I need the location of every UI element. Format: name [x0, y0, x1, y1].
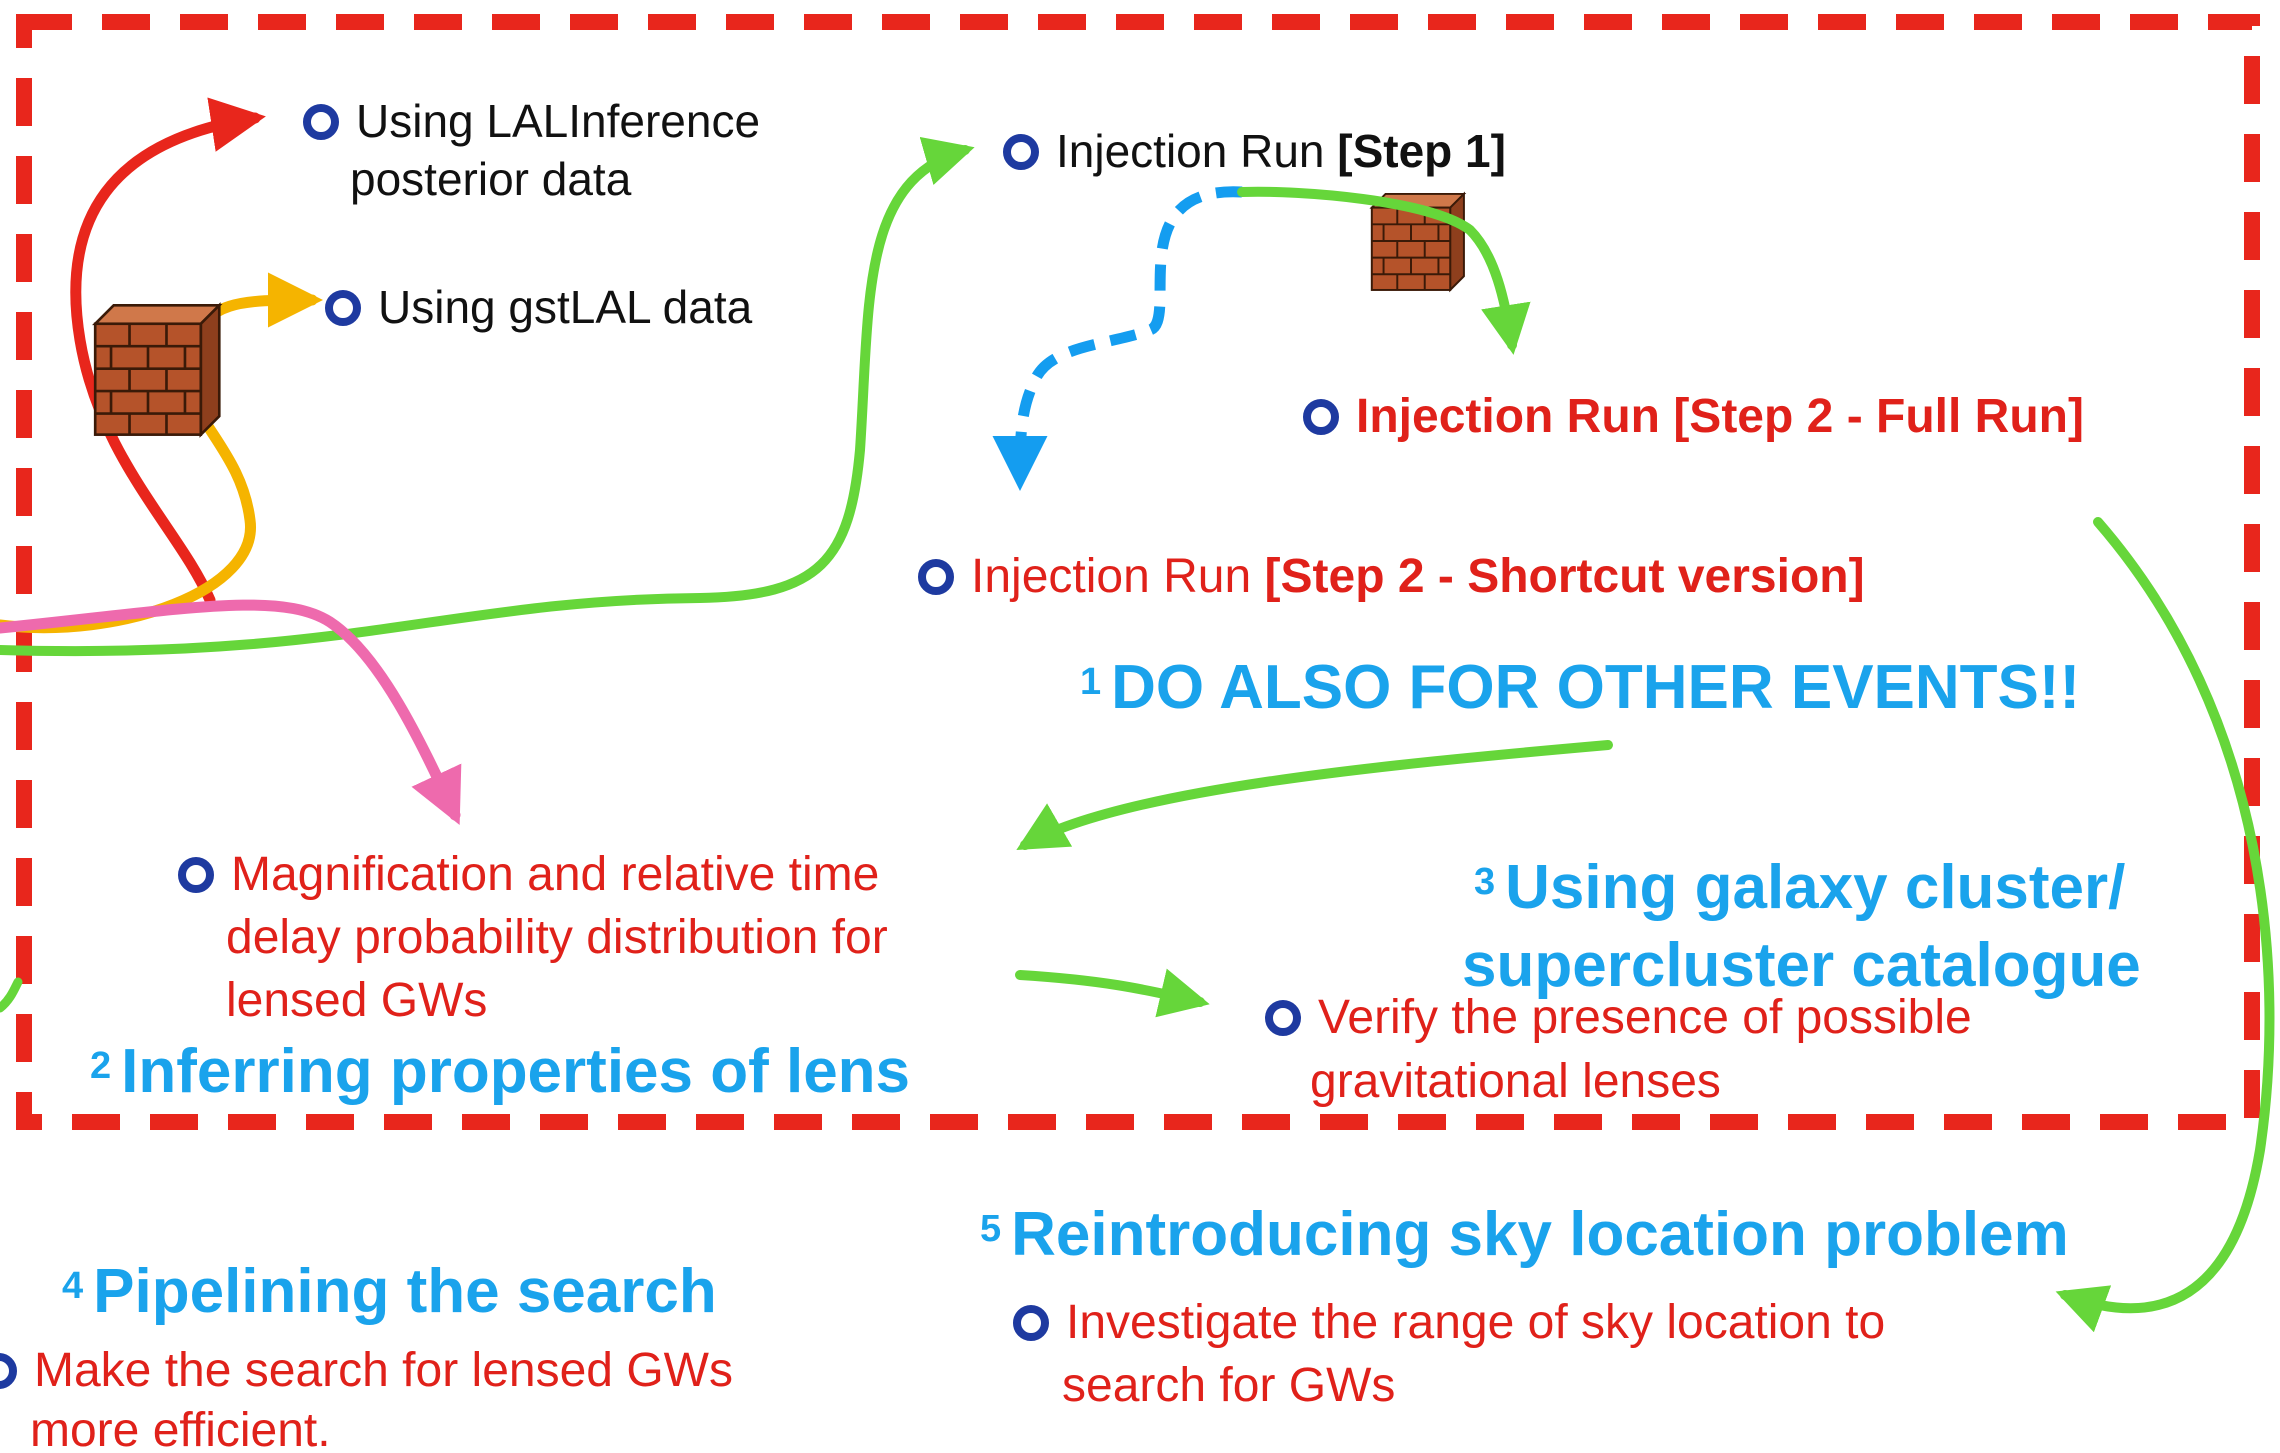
circle-bullet-icon — [1265, 1000, 1301, 1036]
heading-reintroducing-number: 5 — [980, 1208, 1002, 1250]
heading-do-also-text: DO ALSO FOR OTHER EVENTS!! — [1111, 653, 2081, 722]
node-magnification-line2: delay probability distribution for — [226, 911, 888, 964]
node-magnification: Magnification and relative time — [175, 844, 879, 906]
node-verify-line1: Verify the presence of possible — [1318, 991, 1972, 1044]
heading-do-also-number: 1 — [1080, 661, 1102, 703]
node-magnification-line1: Magnification and relative time — [231, 848, 880, 901]
node-verify: Verify the presence of possible — [1262, 987, 1972, 1049]
arrow-to-magnification — [0, 599, 462, 825]
heading-inferring-number: 2 — [90, 1045, 112, 1087]
heading-inferring-text: Inferring properties of lens — [121, 1037, 911, 1106]
node-lalinference-line2: posterior data — [350, 153, 632, 205]
circle-bullet-icon — [0, 1353, 17, 1389]
dashed-boundary-frame — [16, 14, 2260, 1130]
node-investigate-line1: Investigate the range of sky location to — [1066, 1296, 1886, 1349]
brick-wall-icon — [93, 303, 221, 436]
node-verify-line2: gravitational lenses — [1310, 1055, 1721, 1108]
heading-galaxy-cluster-line2: supercluster catalogue — [1462, 931, 2141, 1000]
heading-galaxy-cluster-number: 3 — [1474, 861, 1496, 903]
circle-bullet-icon — [918, 559, 954, 595]
node-injection-step2-shortcut-bold: [Step 2 - Shortcut version] — [1264, 550, 1865, 603]
circle-bullet-icon — [1303, 399, 1339, 435]
arrow-to-step2-shortcut — [992, 186, 1243, 491]
node-injection-step2-shortcut-prefix: Injection Run — [971, 550, 1265, 603]
green-left-stub — [0, 977, 23, 1013]
circle-bullet-icon — [303, 104, 339, 140]
node-magnification-line3: lensed GWs — [226, 974, 488, 1027]
node-injection-step2-full-text: Injection Run [Step 2 - Full Run] — [1356, 390, 2084, 443]
arrow-to-injection-step1 — [0, 136, 975, 657]
arrow-to-lalinference — [70, 97, 266, 606]
circle-bullet-icon — [1013, 1305, 1049, 1341]
arrow-to-magnification-from-events — [1016, 740, 1613, 851]
heading-galaxy-cluster-line1: Using galaxy cluster/ — [1505, 853, 2126, 922]
node-injection-step1-bold: [Step 1] — [1337, 125, 1506, 177]
node-injection-step1: Injection Run [Step 1] — [1000, 122, 1506, 182]
circle-bullet-icon — [325, 290, 361, 326]
node-gstlal: Using gstLAL data — [322, 278, 752, 338]
circle-bullet-icon — [178, 857, 214, 893]
heading-pipelining-text: Pipelining the search — [93, 1257, 717, 1326]
node-investigate: Investigate the range of sky location to — [1010, 1292, 1885, 1354]
node-injection-step1-prefix: Injection Run — [1056, 125, 1338, 177]
node-injection-step2-full: Injection Run [Step 2 - Full Run] — [1300, 386, 2084, 448]
node-lalinference-line1: Using LALInference — [356, 95, 761, 147]
arrow-to-investigate — [2055, 517, 2275, 1333]
node-investigate-line2: search for GWs — [1062, 1359, 1396, 1412]
node-make-search-line1: Make the search for lensed GWs — [34, 1344, 733, 1397]
circle-bullet-icon — [1003, 134, 1039, 170]
node-make-search: Make the search for lensed GWs — [0, 1340, 733, 1402]
node-gstlal-text: Using gstLAL data — [378, 281, 753, 333]
node-lalinference: Using LALInference — [300, 92, 760, 152]
node-injection-step2-shortcut: Injection Run [Step 2 - Shortcut version… — [915, 546, 1865, 608]
heading-pipelining-number: 4 — [62, 1265, 84, 1307]
heading-reintroducing-text: Reintroducing sky location problem — [1011, 1200, 2069, 1269]
node-make-search-line2: more efficient. — [30, 1404, 331, 1453]
arrow-to-verify — [1015, 968, 1210, 1018]
arrow-to-step2-full — [1237, 186, 1531, 355]
